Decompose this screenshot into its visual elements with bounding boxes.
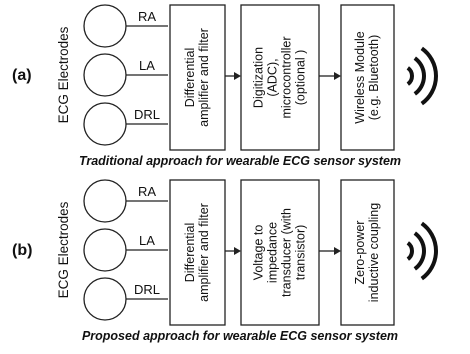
block-text: Differential xyxy=(183,223,197,283)
block-text: amplifier and filter xyxy=(197,203,211,302)
block-text: Wireless Module xyxy=(353,31,367,123)
electrode-circle xyxy=(83,179,127,223)
panel-label: (a) xyxy=(12,67,32,84)
block-box-1 xyxy=(169,179,226,326)
block-box-2 xyxy=(240,4,320,151)
block-text: transistor) xyxy=(293,225,307,281)
electrode-circle xyxy=(83,277,127,321)
block-text: inductive coupling xyxy=(367,203,381,302)
electrode-label-drl: DRL xyxy=(134,107,160,122)
block-text: (optional ) xyxy=(293,50,307,106)
block-text: impedance xyxy=(265,222,279,283)
block-text: transducer (with xyxy=(279,208,293,297)
signal-arc xyxy=(413,56,426,96)
electrode-circle xyxy=(83,53,127,97)
panel-caption: Proposed approach for wearable ECG senso… xyxy=(82,329,398,343)
signal-arc xyxy=(420,221,438,281)
wireless-signal-icon xyxy=(406,221,438,281)
block-text: Digitization xyxy=(251,47,265,108)
block-text: Voltage to xyxy=(251,225,265,281)
block-text: (e.g. Bluetooth) xyxy=(367,35,381,120)
block-box-3 xyxy=(340,179,395,326)
electrodes-side-label: ECG Electrodes xyxy=(56,26,71,123)
block-text: amplifier and filter xyxy=(197,28,211,127)
signal-arc xyxy=(413,231,426,271)
block-box-3 xyxy=(340,4,395,151)
block-text: Differential xyxy=(183,48,197,108)
electrode-circle xyxy=(83,4,127,48)
wireless-signal-icon xyxy=(406,46,438,106)
arrow-head xyxy=(234,247,241,255)
electrode-circle xyxy=(83,228,127,272)
signal-arc xyxy=(420,46,438,106)
electrodes-side-label: ECG Electrodes xyxy=(56,201,71,298)
panel-caption: Traditional approach for wearable ECG se… xyxy=(79,154,401,168)
panel-label: (b) xyxy=(12,242,32,259)
electrode-label-ra: RA xyxy=(138,9,156,24)
arrow-head xyxy=(234,72,241,80)
electrode-label-drl: DRL xyxy=(134,282,160,297)
block-text: microcontroller xyxy=(279,37,293,119)
electrode-label-ra: RA xyxy=(138,184,156,199)
signal-arc xyxy=(406,66,414,86)
block-box-1 xyxy=(169,4,226,151)
electrode-label-la: LA xyxy=(139,233,155,248)
arrow-head xyxy=(334,247,341,255)
block-box-2 xyxy=(240,179,320,326)
block-text: (ADC), xyxy=(265,58,279,96)
electrode-label-la: LA xyxy=(139,58,155,73)
signal-arc xyxy=(406,241,414,261)
electrode-circle xyxy=(83,102,127,146)
block-text: Zero-power xyxy=(353,221,367,285)
arrow-head xyxy=(334,72,341,80)
